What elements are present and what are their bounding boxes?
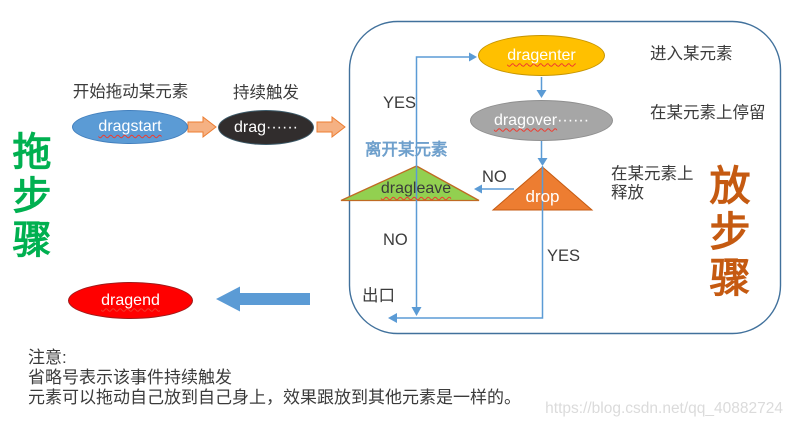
arrowhead-exit <box>388 313 397 323</box>
dragover-label: dragover <box>493 111 558 129</box>
no-mid-label: NO <box>482 168 507 186</box>
flow-arrow-dragstart-to-drag <box>187 115 217 139</box>
flow-box-outline <box>348 20 782 335</box>
dragstart-caption: 开始拖动某元素 <box>72 83 189 101</box>
dragenter-ellipse: dragenter <box>478 35 605 76</box>
connector-drop-yes-exit <box>396 166 544 319</box>
dragenter-label: dragenter <box>507 46 576 64</box>
drop-caption: 在某元素上 释放 <box>611 165 694 203</box>
dragleave-caption: 离开某元素 <box>365 141 448 159</box>
dragover-label-dots: ······ <box>557 111 590 129</box>
yes-bottom-label: YES <box>547 247 581 265</box>
right-track-title: 放步骤 <box>703 164 749 302</box>
connector-leave-yes-no <box>415 56 470 309</box>
drop-label: drop <box>525 187 560 206</box>
exit-label: 出口 <box>362 287 395 305</box>
arrowhead-into-dragenter <box>469 52 477 62</box>
yes-top-label: YES <box>383 94 417 112</box>
dragover-ellipse: dragover······ <box>470 100 613 141</box>
dragenter-caption: 进入某元素 <box>650 45 733 63</box>
watermark-url: https://blog.csdn.net/qq_40882724 <box>545 400 783 417</box>
drop-caption-line2: 释放 <box>611 184 644 202</box>
left-track-title: 拖步骤 <box>7 131 50 263</box>
arrowhead-leave-no-down <box>411 307 422 316</box>
no-bottom-label: NO <box>383 231 408 249</box>
drag-ellipse: drag······ <box>218 110 314 145</box>
note-title: 注意: <box>28 348 67 367</box>
dragover-caption: 在某元素上停留 <box>650 104 766 122</box>
dragend-arrow <box>216 286 310 312</box>
arrowhead-over <box>536 90 547 98</box>
drag-label: drag······ <box>234 118 298 136</box>
arrowhead-drop-no <box>474 184 482 194</box>
flow-arrow-drag-to-box <box>316 115 346 139</box>
dragstart-label: dragstart <box>98 118 162 135</box>
note-line-ellipsis: 省略号表示该事件持续触发 <box>28 368 232 387</box>
drop-caption-line1: 在某元素上 <box>611 165 694 183</box>
dragend-label: dragend <box>101 291 160 309</box>
arrowhead-drop <box>537 158 548 166</box>
note-line-self-drop: 元素可以拖动自己放到自己身上，效果跟放到其他元素是一样的。 <box>28 388 521 407</box>
dragleave-label: dragleave <box>380 180 452 197</box>
dragend-ellipse: dragend <box>68 282 193 319</box>
drag-caption: 持续触发 <box>233 84 299 102</box>
dragleave-triangle <box>340 165 480 202</box>
dragstart-ellipse: dragstart <box>72 110 188 144</box>
